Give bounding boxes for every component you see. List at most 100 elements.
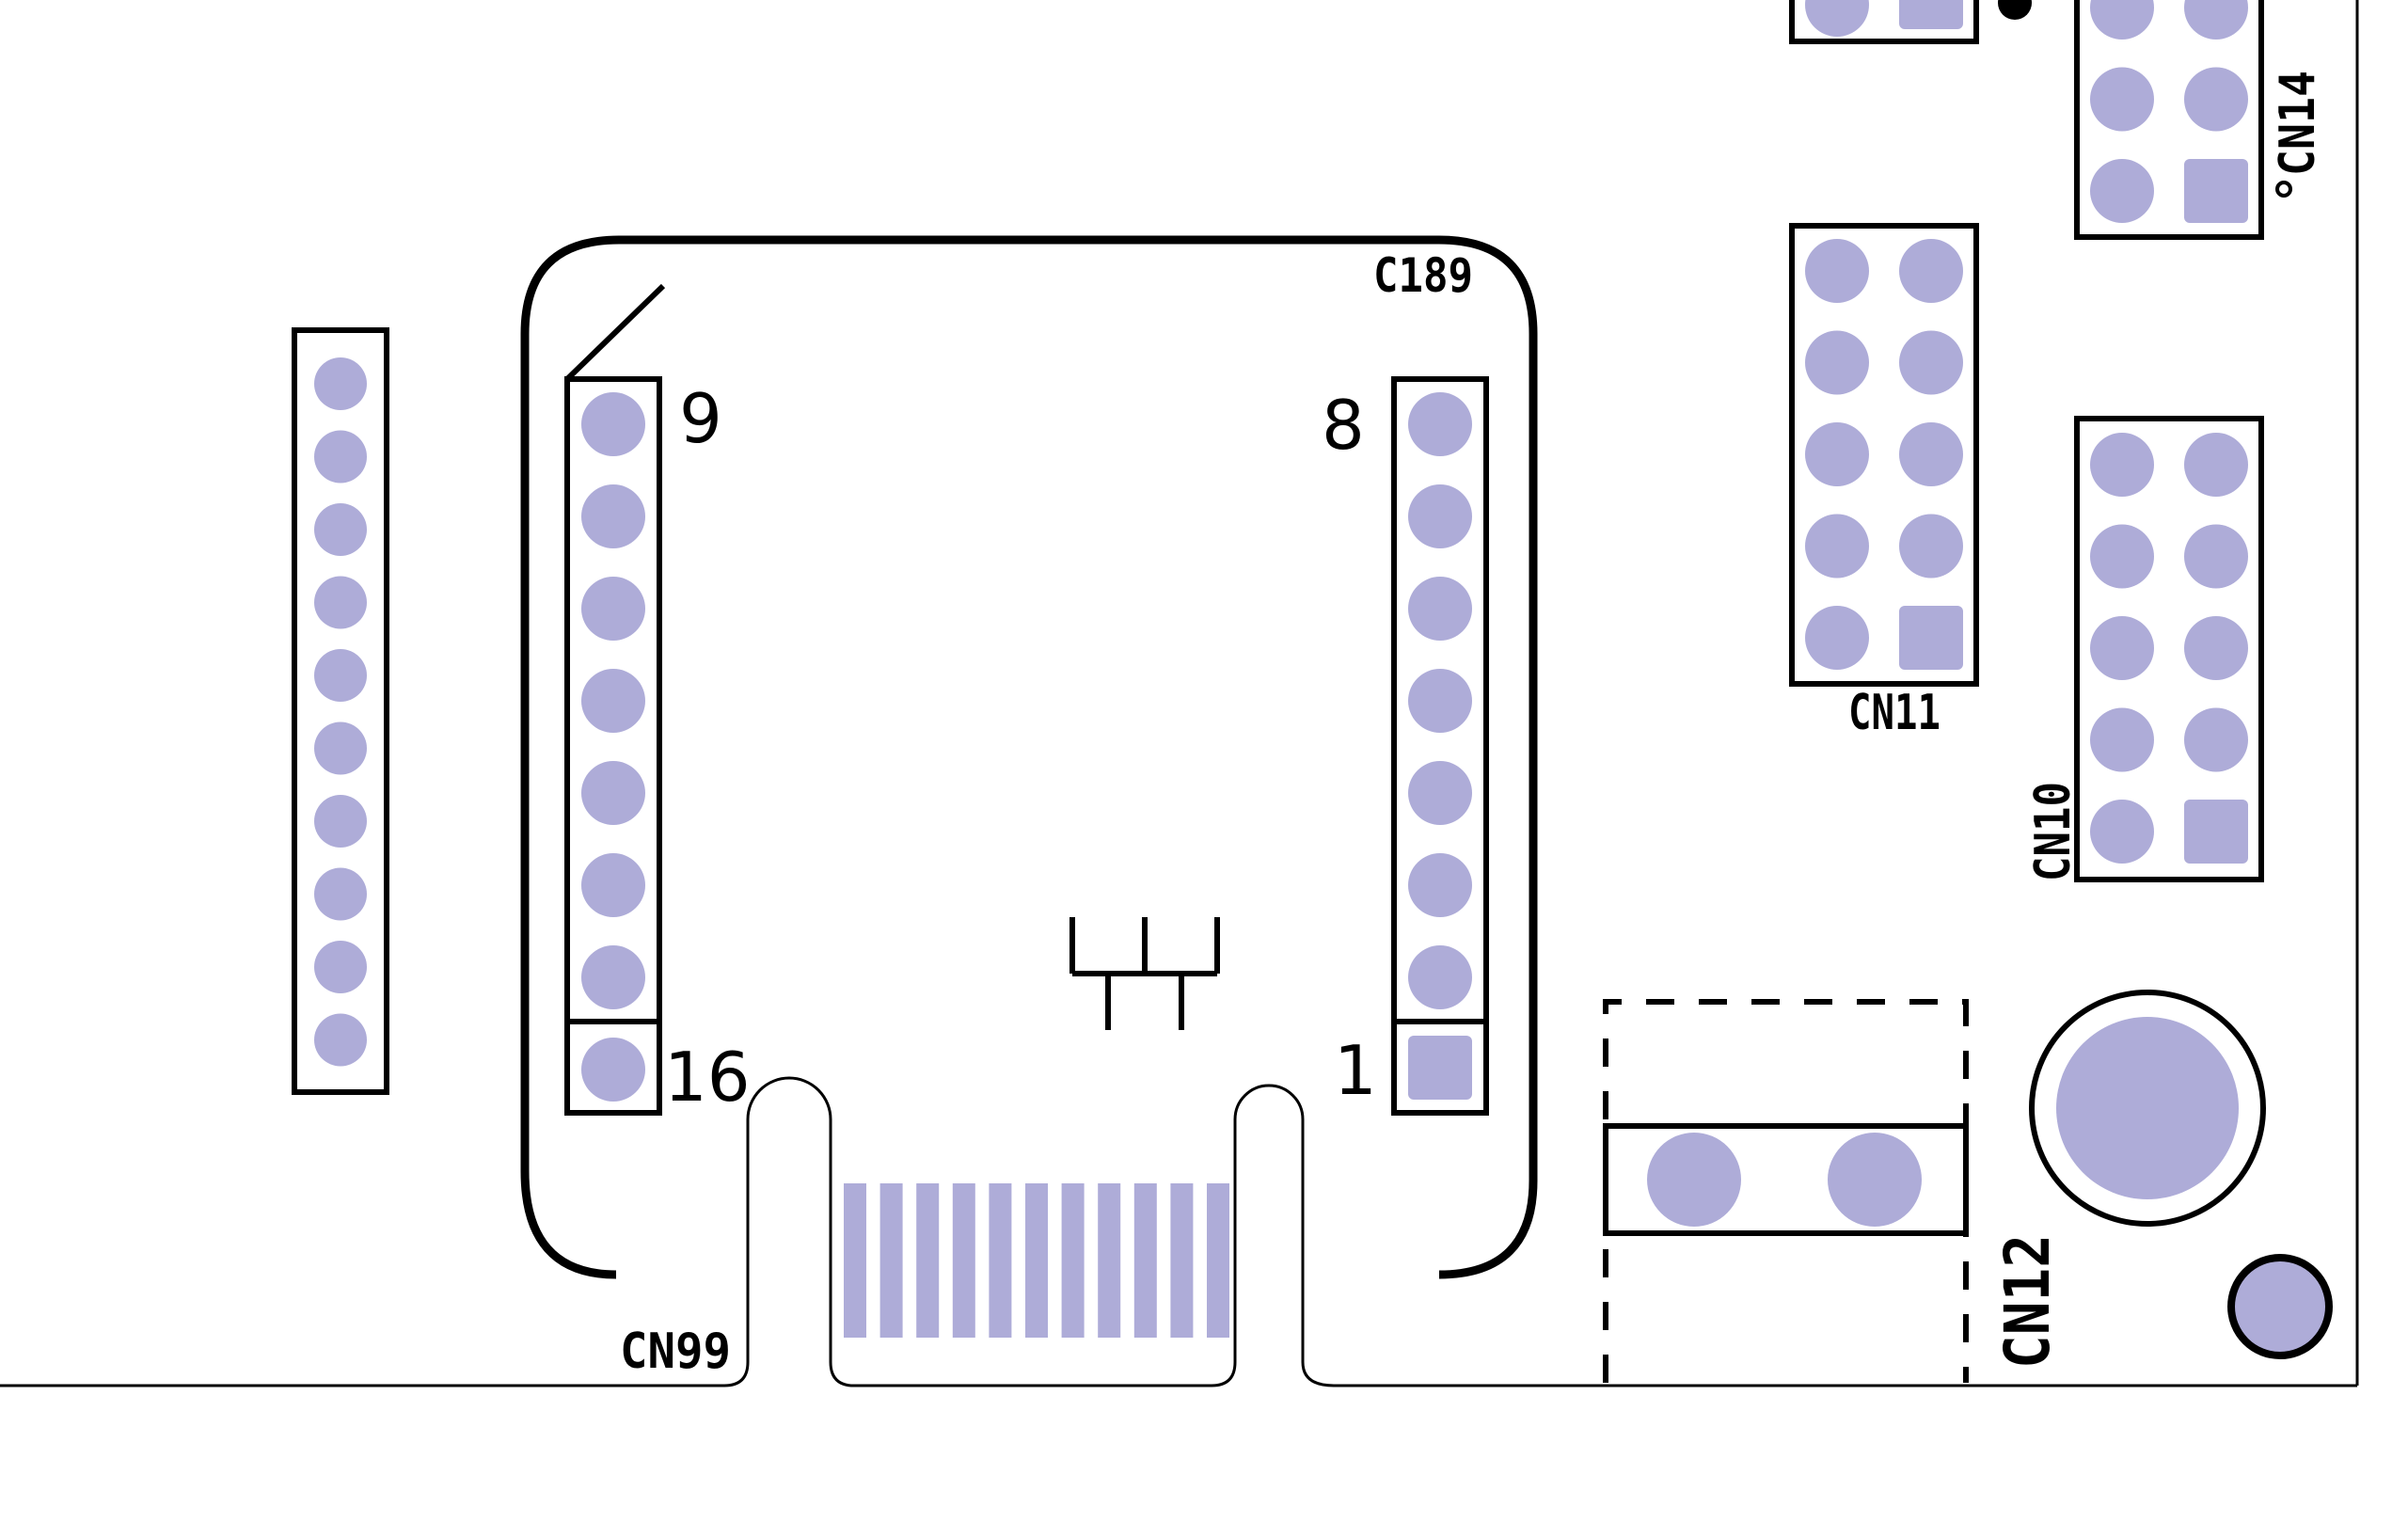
edge-finger-pad	[1025, 1183, 1048, 1338]
cn12-pads	[1647, 1133, 1922, 1227]
pin-label-1: 1	[1334, 1031, 1377, 1110]
cn99-edge-cutout: CN99	[620, 1076, 1335, 1387]
cn11-pad	[1805, 422, 1869, 486]
cn12-header: CN12	[1603, 999, 2064, 1383]
edge-finger-pad	[879, 1183, 903, 1338]
cn10-pad	[2090, 524, 2154, 589]
pin1-dot	[1998, 0, 2032, 20]
module-pad	[581, 853, 645, 917]
edge-finger-pad	[1098, 1183, 1121, 1338]
edge-finger-pad	[952, 1183, 975, 1338]
partial-header-pad	[1805, 0, 1869, 37]
sip-pad	[314, 721, 367, 775]
module-pad-pin1	[1408, 1036, 1472, 1100]
cn10-pad	[2090, 616, 2154, 680]
module-pad	[581, 761, 645, 825]
module-right-column: 8 1	[1322, 376, 1489, 1116]
cn11-header: CN11	[1789, 223, 1979, 741]
module-left-pads	[581, 392, 645, 1102]
cn14-pad	[2090, 67, 2154, 132]
cn10-pad	[2090, 707, 2154, 772]
cn14-pad	[2090, 0, 2154, 40]
module-pad	[1408, 853, 1472, 917]
module-pad	[1408, 669, 1472, 733]
module-pad	[581, 577, 645, 641]
mounting-hole	[2029, 990, 2266, 1227]
sip-header-pads	[314, 357, 367, 1067]
module-pad	[1408, 577, 1472, 641]
sip-pad	[314, 503, 367, 556]
cn14-pads	[2090, 0, 2248, 223]
ground-symbol	[1069, 917, 1220, 1030]
module-pad	[581, 484, 645, 548]
cn14-label: CN14	[2270, 71, 2326, 176]
cn10-header: CN10	[2025, 416, 2264, 882]
cn10-pads	[2090, 433, 2248, 864]
module-outline: C189	[520, 235, 1538, 1279]
edge-finger-pad	[1170, 1183, 1194, 1338]
cn10-pad	[2184, 616, 2248, 680]
cn11-pad	[1805, 514, 1869, 579]
cn11-pad	[1899, 514, 1963, 579]
edge-finger-pad	[1061, 1183, 1085, 1338]
cn10-pad	[2184, 524, 2248, 589]
module-pad	[1408, 484, 1472, 548]
pin-label-16: 16	[664, 1038, 751, 1117]
cn12-pad	[1828, 1133, 1922, 1227]
sip-pad	[314, 430, 367, 484]
cn11-pad	[1899, 330, 1963, 395]
cn10-pad	[2184, 433, 2248, 497]
cn11-pad	[1805, 330, 1869, 395]
cn10-label: CN10	[2025, 782, 2082, 881]
module-pad	[1408, 761, 1472, 825]
sip-pad	[314, 795, 367, 848]
sip-pad	[314, 649, 367, 702]
sip-pad	[314, 867, 367, 921]
cn14-pad	[2090, 159, 2154, 223]
cn10-pad-pin1	[2184, 800, 2248, 864]
cn11-pad	[1805, 606, 1869, 670]
module-pad	[581, 1038, 645, 1102]
sip-pad	[314, 357, 367, 410]
cn10-pad	[2184, 707, 2248, 772]
cn11-pad	[1899, 422, 1963, 486]
sip-pad	[314, 1013, 367, 1067]
module-pad	[581, 945, 645, 1009]
module-pad	[1408, 945, 1472, 1009]
edge-finger-pad	[916, 1183, 940, 1338]
partial-header-pad	[1899, 0, 1963, 29]
partial-header-top	[1789, 0, 2032, 44]
module-right-pads	[1408, 392, 1472, 1100]
cn11-pad-pin1	[1899, 606, 1963, 670]
cn12-pad	[1647, 1133, 1741, 1227]
cn11-pad	[1805, 239, 1869, 303]
module-pad	[581, 392, 645, 456]
cn10-pad	[2090, 433, 2154, 497]
cn11-pad	[1899, 239, 1963, 303]
pin-label-9: 9	[679, 379, 722, 458]
module-left-column: 9 16	[564, 376, 751, 1117]
cn12-label: CN12	[1991, 1234, 2064, 1369]
cn14-pin1-marker	[2275, 181, 2292, 198]
c189-label: C189	[1373, 248, 1473, 303]
cn14-pad	[2184, 0, 2248, 40]
cn14-pad-pin1	[2184, 159, 2248, 223]
pin-label-8: 8	[1322, 386, 1365, 465]
module-pad	[1408, 392, 1472, 456]
cn11-label: CN11	[1848, 685, 1941, 741]
edge-finger-pad	[989, 1183, 1012, 1338]
fiducial-pad	[2227, 1254, 2333, 1359]
cn14-pad	[2184, 67, 2248, 132]
edge-finger-pad	[1133, 1183, 1157, 1338]
edge-finger-pads	[844, 1183, 1229, 1338]
board-outline	[0, 0, 2359, 1387]
sip-pad	[314, 941, 367, 993]
cn10-pad	[2090, 800, 2154, 864]
sip-header	[292, 327, 389, 1095]
sip-pad	[314, 576, 367, 629]
edge-finger-pad	[1207, 1183, 1229, 1338]
module-pad	[581, 669, 645, 733]
cn14-header: CN14	[2074, 0, 2326, 240]
cn99-label: CN99	[620, 1324, 731, 1380]
